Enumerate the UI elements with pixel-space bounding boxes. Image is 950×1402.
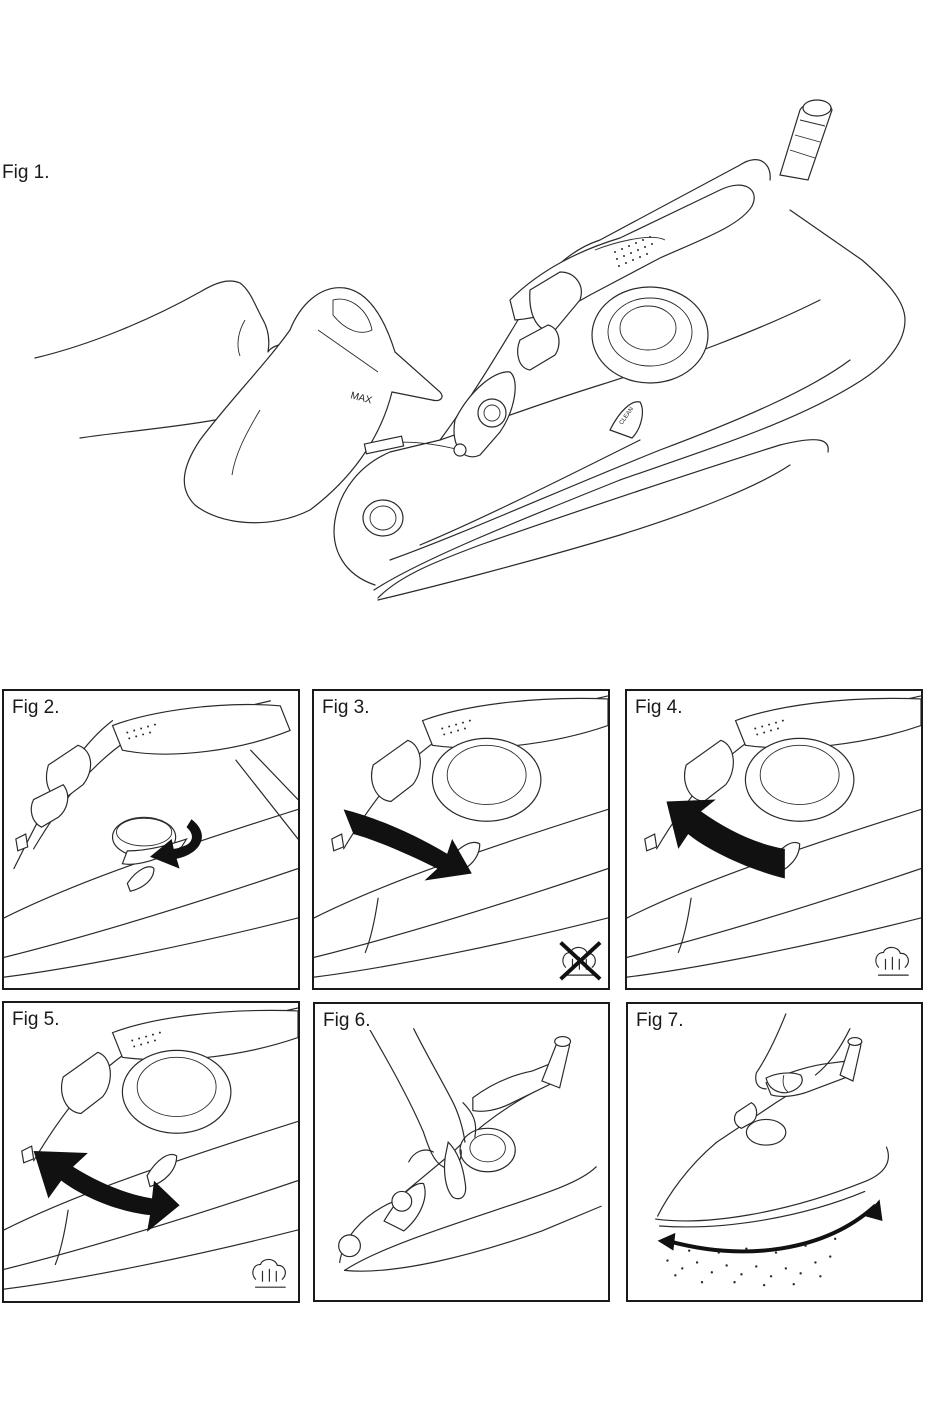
fig4-label: Fig 4. <box>635 698 686 717</box>
fig5-panel: Fig 5. <box>2 1001 300 1303</box>
fig2-panel: Fig 2. <box>2 689 300 990</box>
steam-iron-illustration: CLEAN <box>334 100 905 600</box>
slide-right-arrow <box>344 809 472 880</box>
fig6-illustration <box>315 1004 608 1300</box>
fig7-panel: Fig 7. <box>626 1002 923 1302</box>
steam-off-icon <box>561 943 600 980</box>
fig3-panel: Fig 3. <box>312 689 610 990</box>
fig2-label: Fig 2. <box>12 698 63 717</box>
fig1-illustration: MAX CLEAN <box>0 95 950 615</box>
fig3-illustration <box>314 691 608 988</box>
fig7-label: Fig 7. <box>636 1011 687 1030</box>
fig2-illustration <box>4 691 298 988</box>
fig5-label: Fig 5. <box>12 1010 63 1029</box>
steam-icon <box>876 947 908 975</box>
fig6-label: Fig 6. <box>323 1011 374 1030</box>
fig3-label: Fig 3. <box>322 698 373 717</box>
hand-illustration <box>369 1029 475 1199</box>
fig5-illustration <box>4 1003 298 1301</box>
steam-icon <box>253 1259 285 1287</box>
fig4-illustration <box>627 691 921 988</box>
fig6-panel: Fig 6. <box>313 1002 610 1302</box>
measuring-cup-illustration: MAX <box>184 288 442 523</box>
swing-arrow <box>667 1206 874 1251</box>
fig7-illustration <box>628 1004 921 1300</box>
fig4-panel: Fig 4. <box>625 689 923 990</box>
